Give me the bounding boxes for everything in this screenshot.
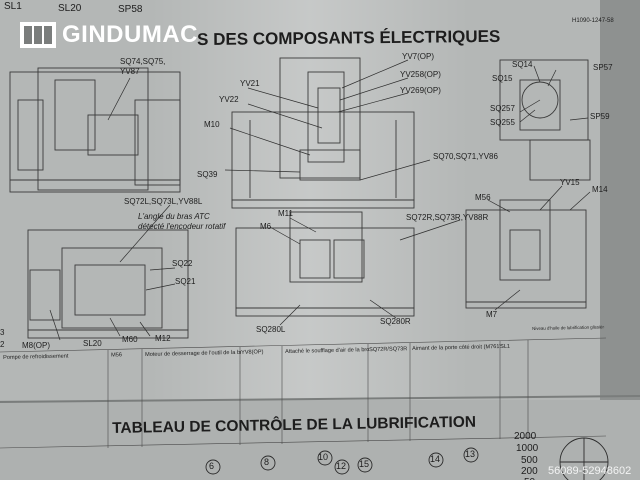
label-sq21: SQ21 <box>175 277 196 286</box>
label-sq39: SQ39 <box>197 170 218 179</box>
scale-2000: 2000 <box>514 431 537 442</box>
label-m8: M8(OP) <box>22 341 50 350</box>
label-sq255: SQ255 <box>490 118 515 127</box>
scale-1000: 1000 <box>516 443 539 454</box>
label-yv21: YV21 <box>240 79 260 88</box>
atc-note-line-1: L'angle du bras ATC <box>138 212 210 221</box>
label-sq70: SQ70,SQ71,YV86 <box>433 152 498 161</box>
gindumac-logo-text: GINDUMAC <box>62 21 198 48</box>
label-sp59: SP59 <box>590 112 610 121</box>
label-sq280l: SQ280L <box>256 325 286 334</box>
tag-sl1: SL1 <box>4 1 22 12</box>
callout-15: 15 <box>359 459 370 469</box>
callout-14: 14 <box>430 454 441 464</box>
tag-sp58: SP58 <box>118 4 143 15</box>
label-sp57: SP57 <box>593 63 613 72</box>
label-m7: M7 <box>486 310 498 319</box>
label-sq72r: SQ72R,SQ73R,YV88R <box>406 213 489 222</box>
label-m6: M6 <box>260 222 272 231</box>
label-yv15: YV15 <box>560 178 580 187</box>
scale-500: 500 <box>521 455 538 466</box>
label-m12: M12 <box>155 334 171 343</box>
callout-13: 13 <box>465 449 476 459</box>
callout-6: 6 <box>209 461 215 471</box>
label-yv7: YV7(OP) <box>402 52 435 61</box>
ref-code: H1090-1247-58 <box>572 18 614 24</box>
label-num-3: 3 <box>0 328 5 337</box>
label-sq22: SQ22 <box>172 259 193 268</box>
label-m60: M60 <box>122 335 138 344</box>
gindumac-logo: GINDUMAC <box>20 20 204 50</box>
label-num-2: 2 <box>0 340 5 349</box>
label-yv258: YV258(OP) <box>400 70 441 79</box>
label-yv269: YV269(OP) <box>400 86 441 95</box>
label-m10: M10 <box>204 120 220 129</box>
label-sq74: SQ74,SQ75, <box>120 57 166 66</box>
label-m11: M11 <box>278 209 293 218</box>
label-sq14: SQ14 <box>512 60 533 69</box>
label-yv22: YV22 <box>219 95 239 104</box>
watermark-id: 56089-52948602 <box>548 465 632 477</box>
scale-50: 50 <box>524 477 535 480</box>
label-m56: M56 <box>475 193 491 202</box>
tag-sl20: SL20 <box>58 3 82 14</box>
gindumac-logo-icon <box>20 22 56 48</box>
label-sq72l: SQ72L,SQ73L,YV88L <box>124 197 203 206</box>
label-sq280r: SQ280R <box>380 317 411 326</box>
callout-8: 8 <box>264 457 270 467</box>
label-sl20: SL20 <box>83 339 102 348</box>
label-sq257: SQ257 <box>490 104 515 113</box>
callout-12: 12 <box>336 461 347 471</box>
scale-200: 200 <box>521 466 538 477</box>
label-sq15: SQ15 <box>492 74 513 83</box>
callout-10: 10 <box>318 452 329 462</box>
label-m14: M14 <box>592 185 608 194</box>
label-yv87: YV87 <box>120 67 140 76</box>
atc-note-line-2: détecté l'encodeur rotatif <box>138 222 226 231</box>
